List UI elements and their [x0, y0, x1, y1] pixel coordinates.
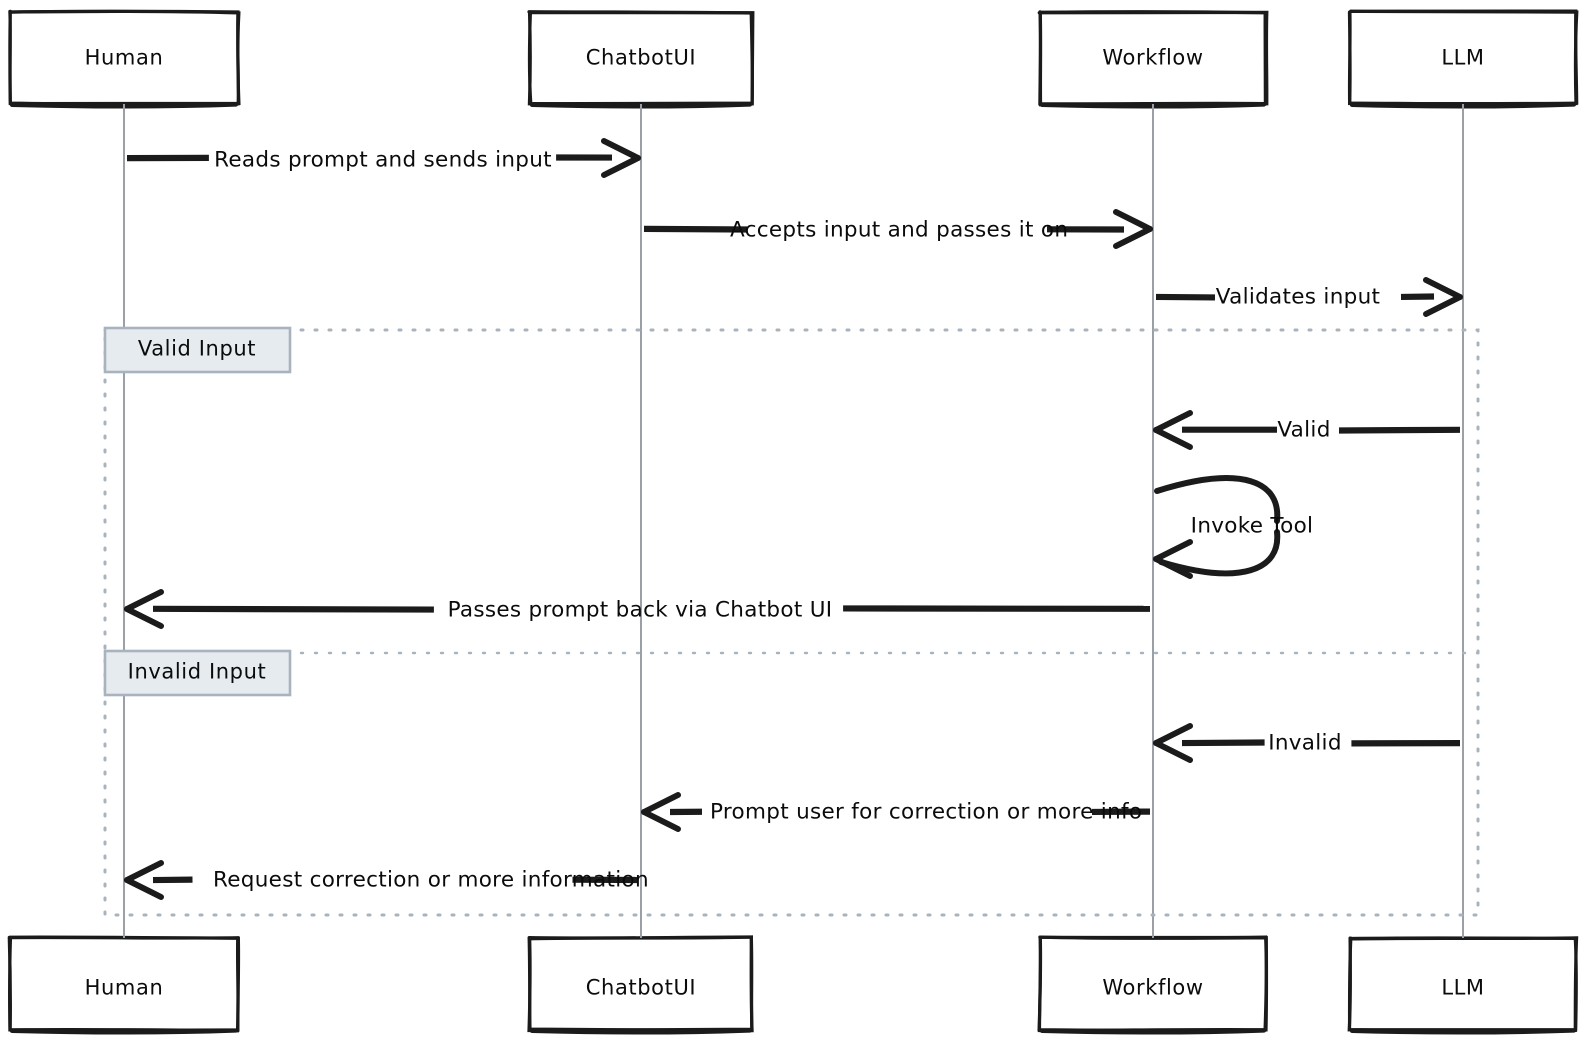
- message-m6-barb-bottom: [124, 606, 164, 629]
- message-m7-stub-head: [1181, 739, 1265, 747]
- message-m9-barb-top: [124, 860, 164, 883]
- actor-label-flow-bottom: Workflow: [1102, 975, 1204, 1000]
- actor-box-llm-top-stroke-b: [1347, 9, 1579, 106]
- actor-label-ui-bottom: ChatbotUI: [585, 975, 697, 1000]
- actor-box-human-top-fill: [10, 12, 238, 104]
- block-tab-invalid: [103, 649, 292, 697]
- message-m3-barb-top: [1423, 277, 1463, 300]
- message-m2-stub-tail: [643, 225, 748, 233]
- actor-box-llm-bottom-baseline: [1350, 1028, 1576, 1035]
- actor-box-ui-bottom-stroke-b: [527, 935, 754, 1033]
- message-m5-barb-top: [1153, 539, 1193, 562]
- message-label-passes-prompt: Passes prompt back via Chatbot UI: [447, 597, 833, 623]
- actor-label-human-bottom: Human: [84, 975, 164, 1000]
- actor-label-human-top: Human: [84, 45, 164, 70]
- message-label-reads-prompt: Reads prompt and sends input: [214, 147, 552, 173]
- actor-box-llm-bottom-fill: [1350, 938, 1576, 1030]
- message-m8-barb-top: [641, 792, 681, 815]
- actor-box-ui-top-stroke-b: [527, 10, 754, 106]
- actor-box-human-top-stroke-b: [8, 9, 241, 106]
- fragment-box: [103, 328, 1480, 917]
- actor-box-flow-top-baseline: [1040, 102, 1266, 109]
- message-m6-stub-head: [152, 605, 434, 613]
- actor-box-llm-top-baseline: [1350, 102, 1576, 109]
- actor-label-flow-top: Workflow: [1102, 45, 1204, 70]
- message-label-invalid: Invalid: [1268, 730, 1342, 756]
- message-m4-stub-tail: [1338, 426, 1461, 434]
- message-m7-barb-bottom: [1153, 740, 1193, 763]
- actor-box-flow-top-stroke-b: [1037, 10, 1269, 107]
- message-label-request-correction: Request correction or more information: [213, 867, 649, 893]
- actor-label-llm-top: LLM: [1441, 45, 1485, 70]
- message-label-valid: Valid: [1277, 417, 1331, 443]
- actor-box-flow-bottom-baseline: [1040, 1028, 1266, 1035]
- message-m4-barb-bottom: [1153, 427, 1193, 450]
- actor-box-ui-top-fill: [530, 12, 752, 104]
- message-m2-barb-top: [1113, 209, 1153, 232]
- message-m1-barb-top: [601, 138, 641, 161]
- message-m3-barb-bottom: [1423, 294, 1463, 317]
- block-tab-valid: [103, 326, 292, 374]
- message-m4-barb-top: [1153, 410, 1193, 433]
- message-label-accepts-input: Accepts input and passes it on: [730, 217, 1069, 243]
- message-m1-barb-bottom: [601, 155, 641, 178]
- actor-box-human-bottom-fill: [10, 938, 238, 1030]
- actor-label-ui-top: ChatbotUI: [585, 45, 697, 70]
- message-label-validates-input: Validates input: [1215, 284, 1381, 310]
- actor-box-ui-top-baseline: [530, 102, 752, 109]
- message-m2-barb-bottom: [1113, 226, 1153, 249]
- message-m7-barb-top: [1153, 723, 1193, 746]
- actor-box-llm-top-fill: [1350, 12, 1576, 104]
- message-m5-arc-out: [1154, 475, 1281, 524]
- message-m8-barb-bottom: [641, 809, 681, 832]
- message-label-invoke-tool: Invoke Tool: [1190, 513, 1314, 539]
- message-m5-barb-bottom: [1153, 556, 1193, 579]
- block-label-invalid-input: Invalid Input: [127, 659, 267, 684]
- actor-box-human-top-baseline: [10, 102, 238, 109]
- message-m6-barb-top: [124, 589, 164, 612]
- actor-box-ui-bottom-fill: [530, 938, 752, 1030]
- actor-label-llm-bottom: LLM: [1441, 975, 1485, 1000]
- actor-box-flow-top-fill: [1040, 12, 1266, 104]
- message-m5-arc-back: [1158, 529, 1281, 577]
- message-label-prompt-user: Prompt user for correction or more info: [710, 799, 1143, 825]
- block-label-valid-input: Valid Input: [137, 336, 257, 361]
- message-m9-barb-bottom: [124, 877, 164, 900]
- actor-box-ui-bottom-baseline: [530, 1028, 752, 1035]
- actor-box-human-bottom-baseline: [10, 1028, 238, 1035]
- actor-box-flow-bottom-fill: [1040, 938, 1266, 1030]
